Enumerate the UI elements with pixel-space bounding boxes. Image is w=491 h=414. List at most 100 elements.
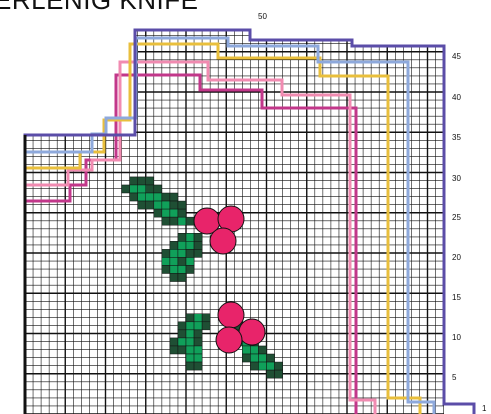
holly-leaf-cell bbox=[242, 354, 250, 362]
holly-leaf-cell bbox=[138, 201, 146, 209]
holly-leaf-cell bbox=[122, 185, 130, 193]
holly-leaf-cell bbox=[267, 370, 275, 378]
holly-leaf-cell bbox=[178, 217, 186, 225]
holly-leaf-cell bbox=[186, 257, 194, 265]
holly-leaf-cell bbox=[186, 330, 194, 338]
holly-leaf-cell bbox=[170, 338, 178, 346]
holly-leaf-cell bbox=[170, 249, 178, 257]
holly-leaf-cell bbox=[202, 322, 210, 330]
holly-leaf-cell bbox=[275, 370, 283, 378]
holly-leaf-cell bbox=[146, 201, 154, 209]
holly-leaf-cell bbox=[178, 233, 186, 241]
holly-leaf-cell bbox=[162, 193, 170, 201]
holly-leaf-cell bbox=[154, 185, 162, 193]
holly-leaf-cell bbox=[138, 177, 146, 185]
holly-leaf-cell bbox=[267, 362, 275, 370]
holly-leaf-cell bbox=[170, 346, 178, 354]
holly-leaf-cell bbox=[194, 233, 202, 241]
holly-leaf-cell bbox=[178, 241, 186, 249]
holly-berry bbox=[239, 319, 265, 345]
holly-leaf-cell bbox=[178, 209, 186, 217]
holly-leaf-cell bbox=[170, 209, 178, 217]
holly-leaf-cell bbox=[162, 217, 170, 225]
scale-label-1: 1 bbox=[482, 404, 486, 413]
holly-leaf-cell bbox=[178, 338, 186, 346]
holly-leaf-cell bbox=[130, 185, 138, 193]
holly-leaf-cell bbox=[194, 354, 202, 362]
holly-leaf-cell bbox=[138, 193, 146, 201]
holly-leaf-cell bbox=[154, 209, 162, 217]
holly-leaf-cell bbox=[186, 346, 194, 354]
holly-leaf-cell bbox=[186, 233, 194, 241]
holly-leaf-cell bbox=[178, 257, 186, 265]
holly-berry bbox=[210, 228, 236, 254]
holly-leaf-cell bbox=[186, 322, 194, 330]
holly-leaf-cell bbox=[194, 322, 202, 330]
holly-leaf-cell bbox=[170, 201, 178, 209]
holly-leaf-cell bbox=[194, 346, 202, 354]
holly-leaf-cell bbox=[186, 249, 194, 257]
holly-leaf-cell bbox=[178, 274, 186, 282]
holly-leaf-cell bbox=[178, 249, 186, 257]
holly-berry bbox=[218, 302, 244, 328]
holly-leaf-cell bbox=[170, 241, 178, 249]
holly-leaf-cell bbox=[162, 209, 170, 217]
holly-leaf-cell bbox=[170, 193, 178, 201]
holly-leaf-cell bbox=[130, 193, 138, 201]
holly-leaf-cell bbox=[258, 346, 266, 354]
holly-berry bbox=[216, 327, 242, 353]
holly-leaf-cell bbox=[267, 354, 275, 362]
holly-leaf-cell bbox=[146, 185, 154, 193]
scale-label-45: 45 bbox=[452, 52, 461, 61]
holly-leaf-cell bbox=[186, 241, 194, 249]
scale-label-5: 5 bbox=[452, 373, 456, 382]
holly-leaf-cell bbox=[154, 193, 162, 201]
holly-leaf-cell bbox=[186, 314, 194, 322]
holly-leaf-cell bbox=[186, 265, 194, 273]
scale-label-25: 25 bbox=[452, 213, 461, 222]
holly-leaf-cell bbox=[186, 354, 194, 362]
holly-leaf-cell bbox=[146, 193, 154, 201]
holly-leaf-cell bbox=[178, 330, 186, 338]
holly-leaf-cell bbox=[170, 265, 178, 273]
holly-leaf-cell bbox=[154, 201, 162, 209]
holly-leaf-cell bbox=[258, 354, 266, 362]
scale-label-10: 10 bbox=[452, 333, 461, 342]
holly-leaf-cell bbox=[170, 274, 178, 282]
holly-leaf-cell bbox=[162, 249, 170, 257]
scale-label-30: 30 bbox=[452, 174, 461, 183]
scale-label-35: 35 bbox=[452, 133, 461, 142]
holly-leaf-cell bbox=[130, 177, 138, 185]
scale-label-20: 20 bbox=[452, 253, 461, 262]
holly-leaf-cell bbox=[194, 314, 202, 322]
holly-leaf-cell bbox=[194, 249, 202, 257]
holly-leaf-cell bbox=[178, 265, 186, 273]
holly-leaf-cell bbox=[146, 177, 154, 185]
holly-leaf-cell bbox=[202, 314, 210, 322]
holly-leaf-cell bbox=[250, 346, 258, 354]
holly-leaf-cell bbox=[194, 241, 202, 249]
holly-leaf-cell bbox=[250, 354, 258, 362]
holly-leaf-cell bbox=[194, 338, 202, 346]
holly-leaf-cell bbox=[242, 346, 250, 354]
holly-leaf-cell bbox=[186, 362, 194, 370]
scale-label-40: 40 bbox=[452, 93, 461, 102]
holly-leaf-cell bbox=[170, 257, 178, 265]
holly-leaf-cell bbox=[275, 362, 283, 370]
holly-leaf-cell bbox=[138, 185, 146, 193]
holly-leaf-cell bbox=[194, 330, 202, 338]
holly-leaf-cell bbox=[250, 362, 258, 370]
holly-leaf-cell bbox=[162, 201, 170, 209]
holly-leaf-cell bbox=[178, 346, 186, 354]
scale-label-50: 50 bbox=[258, 12, 267, 21]
holly-leaf-cell bbox=[178, 201, 186, 209]
holly-leaf-cell bbox=[170, 217, 178, 225]
holly-leaf-cell bbox=[162, 265, 170, 273]
holly-leaf-cell bbox=[186, 217, 194, 225]
holly-leaf-cell bbox=[194, 362, 202, 370]
scale-label-15: 15 bbox=[452, 293, 461, 302]
holly-leaf-cell bbox=[258, 362, 266, 370]
holly-leaf-cell bbox=[162, 257, 170, 265]
